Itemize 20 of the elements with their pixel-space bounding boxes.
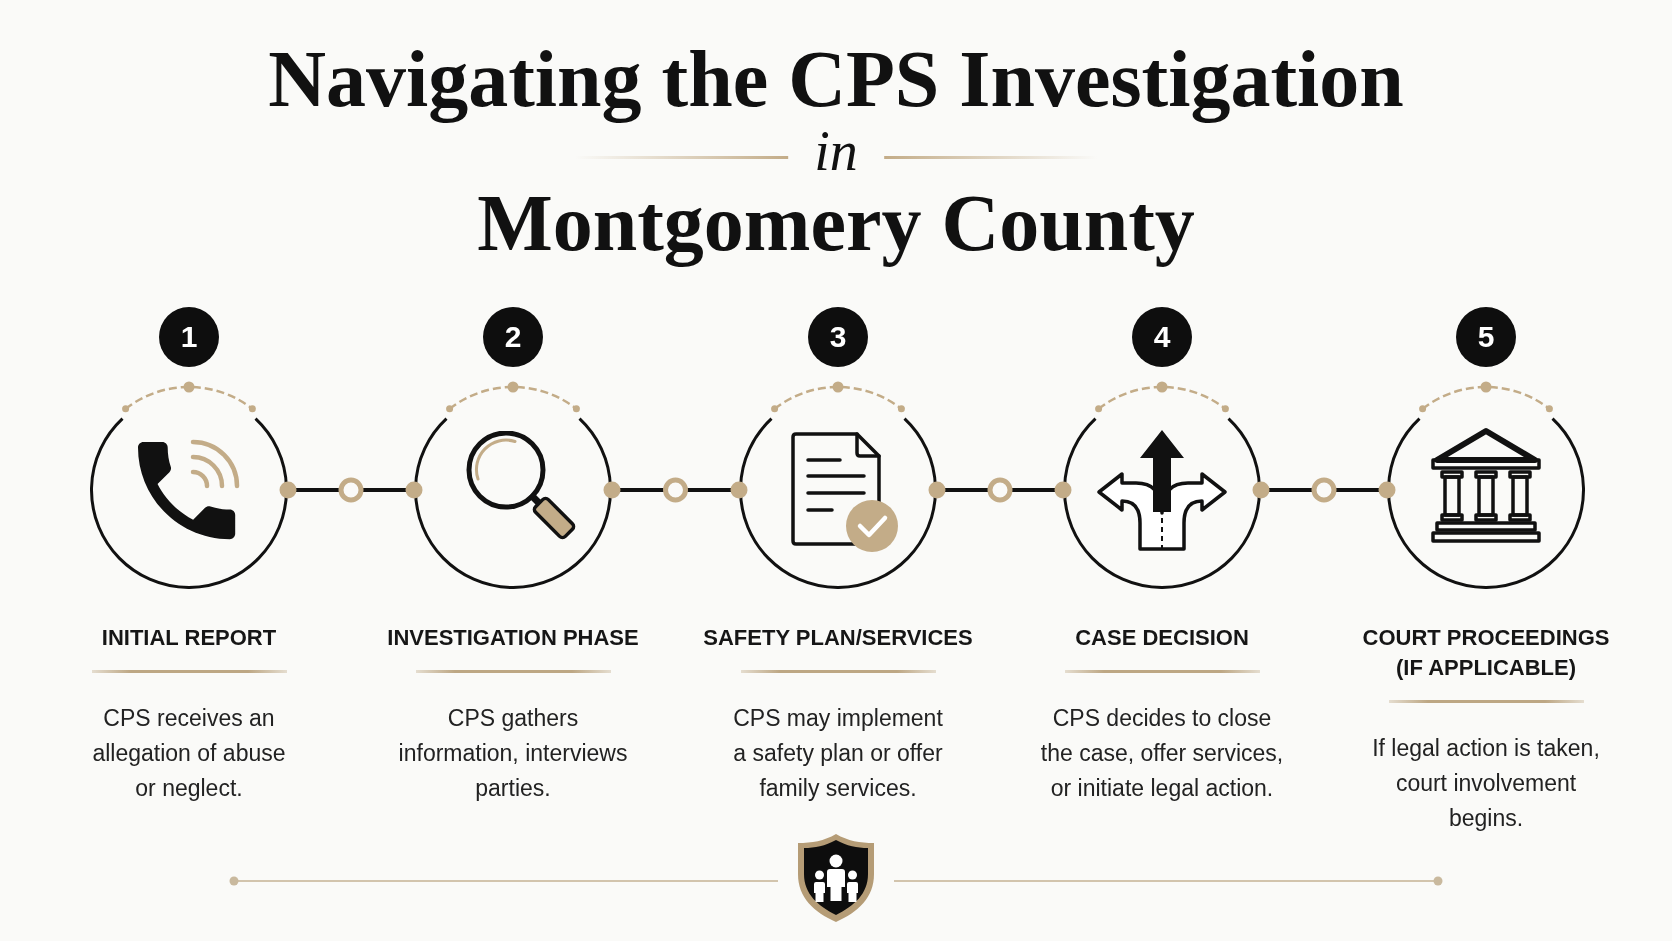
step-heading: CASE DECISION — [1074, 624, 1250, 652]
connector-line — [603, 477, 748, 503]
diagram-title: Navigating the CPS Investigation in Montgomery County — [268, 35, 1404, 267]
step-number-badge: 1 — [159, 307, 219, 367]
step-description: CPS may implement a safety plan or offer family services. — [732, 704, 944, 803]
step-heading: INVESTIGATION PHASE — [386, 624, 640, 652]
step-description: CPS decides to close the case, offer services, or initiate legal action. — [1039, 704, 1285, 803]
step-number-badge: 5 — [1456, 307, 1516, 367]
connector-line — [928, 477, 1072, 503]
step-description: If legal action is taken, court involvement begins. — [1371, 734, 1601, 833]
step-description: CPS gathers information, interviews parties. — [397, 704, 629, 803]
step-description: CPS receives an allegation of abuse or neglect. — [91, 704, 287, 803]
step-heading: INITIAL REPORT — [100, 624, 278, 652]
connector-line — [1252, 477, 1396, 503]
step-number-badge: 2 — [483, 307, 543, 367]
step-number-badge: 4 — [1132, 307, 1192, 367]
connector-line — [279, 477, 423, 503]
step-heading: COURT PROCEEDINGS (IF APPLICABLE) — [1361, 624, 1611, 682]
step-heading: SAFETY PLAN/SERVICES — [702, 624, 974, 652]
step-number-badge: 3 — [808, 307, 868, 367]
